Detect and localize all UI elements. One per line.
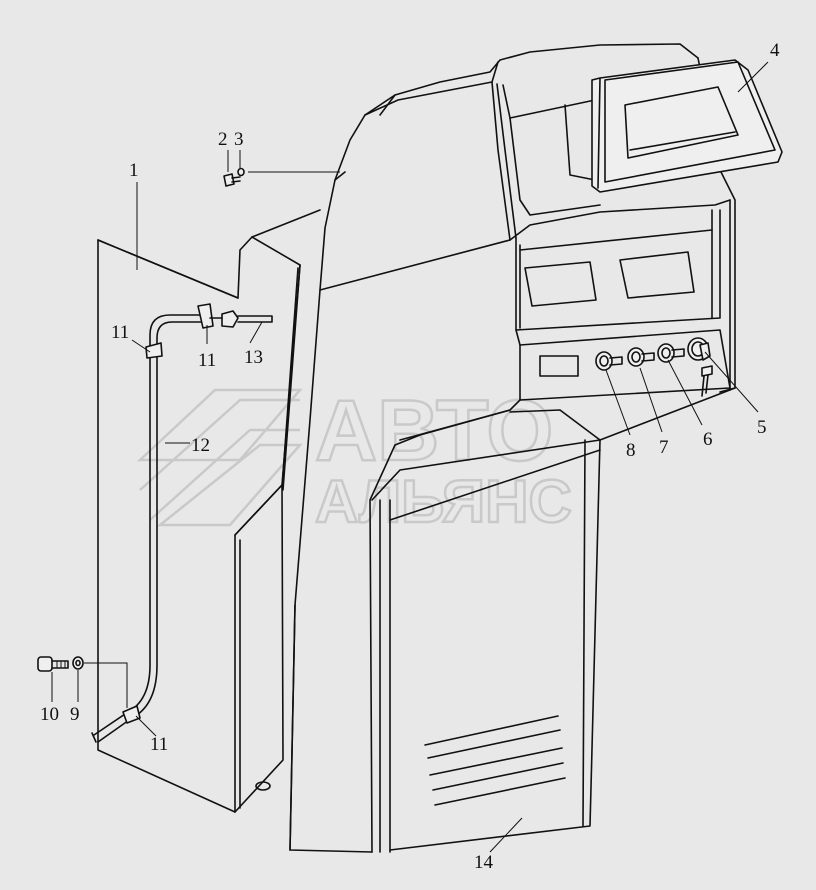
cable-clip-icon (122, 705, 141, 724)
switch-7 (627, 347, 655, 367)
screw (223, 173, 241, 187)
side-panel (97, 209, 321, 813)
callout-6: 6 (703, 429, 713, 450)
callout-14: 14 (474, 852, 494, 873)
callout-12: 12 (191, 435, 210, 456)
callout-3: 3 (234, 129, 244, 150)
key-icon (699, 342, 711, 361)
ignition-key-switch (687, 337, 713, 397)
callout-4: 4 (770, 40, 780, 61)
fitting-icon (221, 310, 239, 328)
gauge-window-left (524, 261, 597, 307)
callout-13: 13 (244, 347, 263, 368)
watermark-logo-icon (136, 388, 303, 527)
callout-8: 8 (626, 440, 636, 461)
display-monitor (591, 59, 783, 193)
cable-clip-icon (197, 303, 214, 329)
washer (72, 656, 84, 670)
callout-11-top-right: 11 (198, 350, 216, 371)
callout-2: 2 (218, 129, 228, 150)
callouts: 1 2 3 4 5 6 7 8 9 10 11 11 11 12 13 14 (40, 40, 780, 873)
switch-6 (657, 343, 685, 363)
callout-11-top-left: 11 (111, 322, 129, 343)
small-washer (237, 167, 245, 177)
callout-11-bottom: 11 (150, 734, 168, 755)
callout-7: 7 (659, 437, 669, 458)
cable-assembly (91, 303, 273, 743)
cable-clip-icon (145, 342, 163, 359)
callout-9: 9 (70, 704, 80, 725)
callout-5: 5 (757, 417, 767, 438)
callout-10: 10 (40, 704, 59, 725)
leader-lines (51, 61, 769, 853)
watermark: АВТО АЛЬЯНС (136, 382, 573, 536)
callout-1: 1 (129, 160, 139, 181)
gauge-window-right (619, 251, 695, 299)
switch-8 (595, 351, 623, 371)
bolt (37, 656, 69, 672)
